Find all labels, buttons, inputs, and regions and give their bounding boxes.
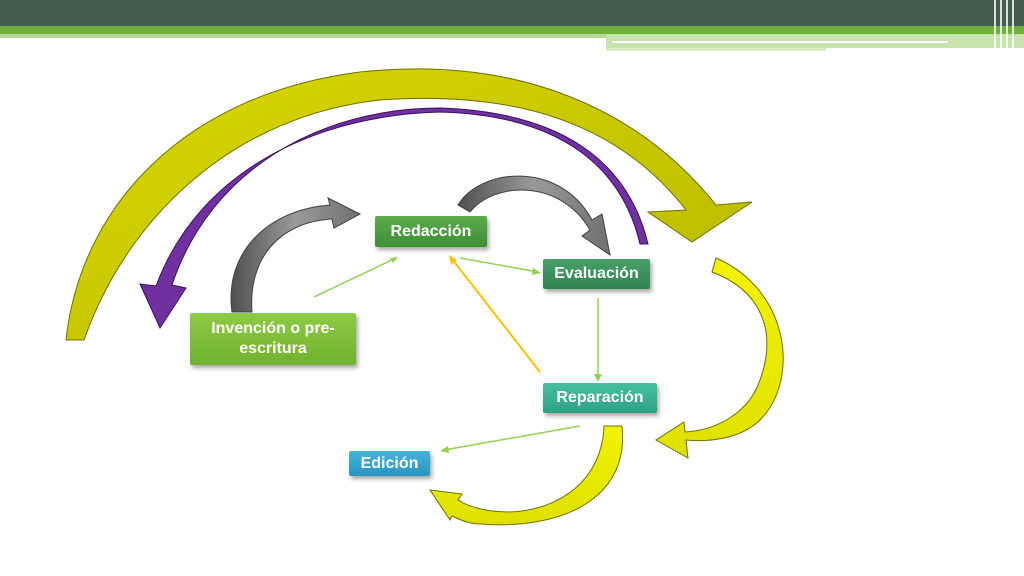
- gray-arrow-right: [457, 175, 611, 257]
- header-band-light: [0, 34, 606, 38]
- connector-invencion-redaccion-head: [390, 257, 398, 263]
- node-reparacion: Reparación: [543, 383, 657, 413]
- header-band-dark: [0, 0, 1024, 26]
- purple-arc: [139, 107, 649, 330]
- yellow-arc-large: [65, 68, 753, 341]
- node-redaccion: Redacción: [375, 216, 487, 247]
- connector-redaccion-evaluacion-head: [532, 268, 541, 275]
- connector-evaluacion-reparacion-head: [594, 374, 602, 382]
- connector-invencion-redaccion: [313, 257, 397, 298]
- gray-arrow-left: [230, 197, 362, 313]
- yellow-arc-bottom: [428, 425, 624, 526]
- node-edicion: Edición: [349, 451, 430, 476]
- connector-reparacion-edicion: [443, 425, 581, 451]
- node-evaluacion: Evaluación: [543, 259, 650, 289]
- connector-reparacion-redaccion-head: [449, 255, 457, 265]
- header-band-green: [0, 26, 1024, 34]
- header-band-light-thin: [606, 48, 826, 51]
- header-stripes: [990, 0, 1024, 52]
- connector-reparacion-redaccion: [451, 258, 541, 373]
- yellow-arc-right: [655, 257, 784, 459]
- connector-reparacion-edicion-head: [440, 446, 449, 453]
- header-white-line: [612, 41, 948, 43]
- connector-redaccion-evaluacion: [459, 257, 539, 273]
- node-invencion: Invención o pre-escritura: [190, 313, 356, 365]
